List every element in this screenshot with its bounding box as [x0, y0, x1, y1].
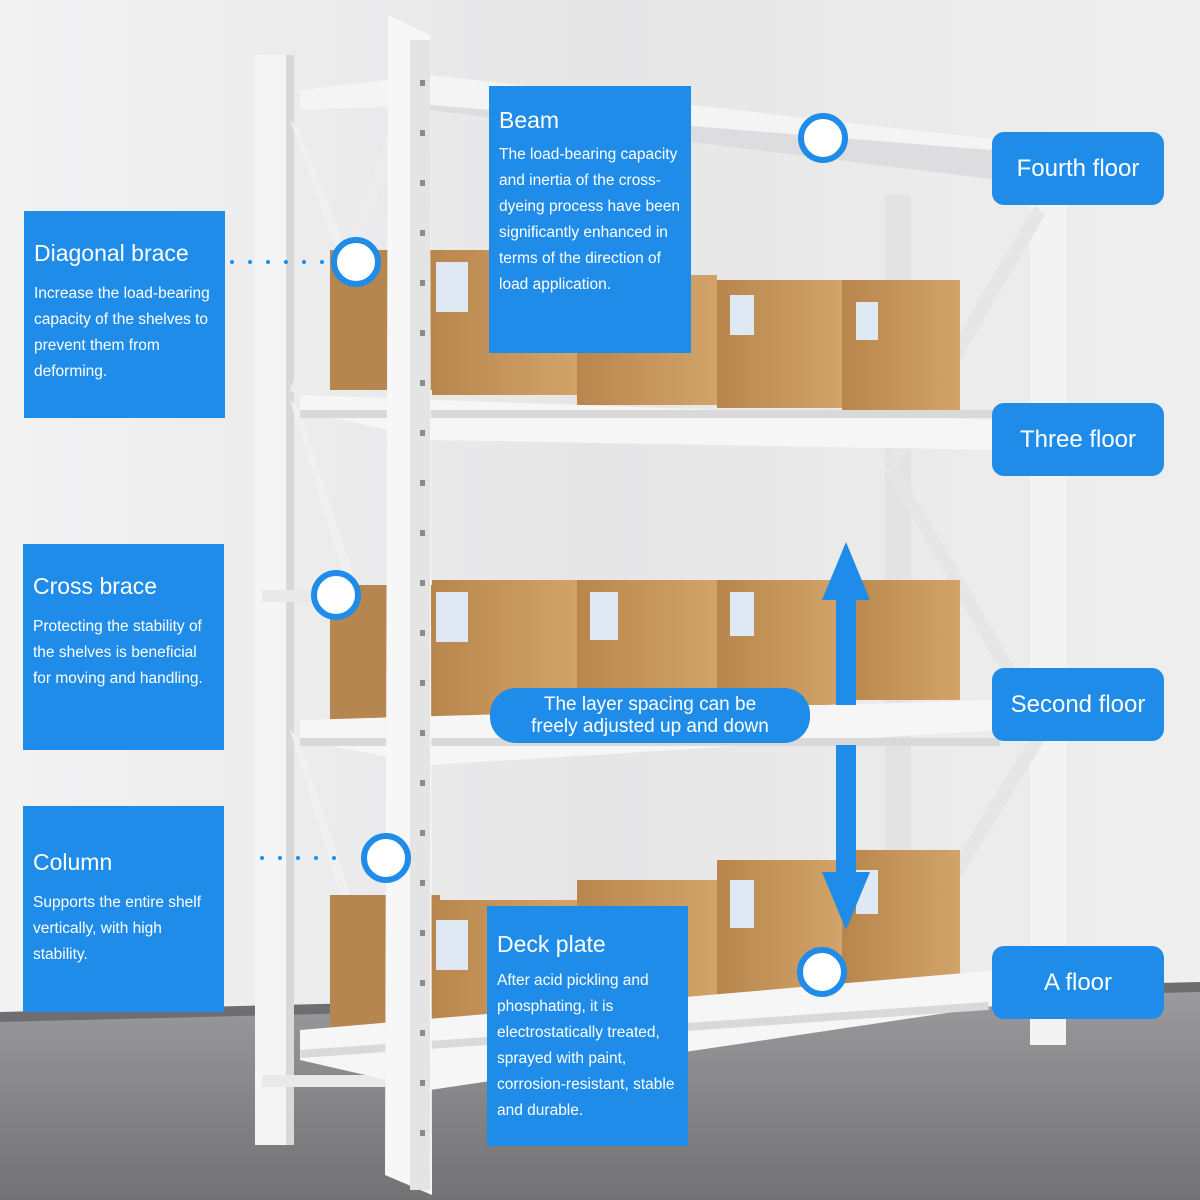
- note-line-1: The layer spacing can be: [543, 694, 757, 715]
- callout-title: Column: [33, 849, 113, 875]
- arrow-up-icon: [822, 542, 870, 705]
- callout-diagonal-brace: Diagonal brace Increase the load-bearing…: [24, 211, 225, 418]
- arrow-down-icon: [822, 745, 870, 930]
- label-a-floor: A floor: [992, 946, 1164, 1019]
- callout-desc: Increase the load-bearing capacity of th…: [34, 285, 210, 380]
- callout-desc: Protecting the stability of the shelves …: [33, 618, 203, 687]
- layer-spacing-note: The layer spacing can be freely adjusted…: [490, 688, 810, 743]
- callout-title: Diagonal brace: [34, 240, 189, 266]
- label-fourth-floor: Fourth floor: [992, 132, 1164, 205]
- label-three-floor: Three floor: [992, 403, 1164, 476]
- callout-deck-plate: Deck plate After acid pickling and phosp…: [487, 906, 688, 1146]
- callout-cross-brace: Cross brace Protecting the stability of …: [23, 544, 224, 750]
- marker-column: [361, 833, 411, 883]
- marker-beam: [798, 113, 848, 163]
- marker-cross-brace: [311, 570, 361, 620]
- callout-title: Cross brace: [33, 573, 157, 599]
- callout-desc: The load-bearing capacity and inertia of…: [499, 146, 680, 293]
- callout-beam: Beam The load-bearing capacity and inert…: [489, 86, 691, 353]
- marker-deck-plate: [797, 947, 847, 997]
- callout-desc: After acid pickling and phosphating, it …: [497, 972, 675, 1119]
- callout-title: Beam: [499, 107, 560, 133]
- marker-diagonal-brace: [331, 237, 381, 287]
- markers: [311, 113, 848, 997]
- callout-title: Deck plate: [497, 931, 606, 957]
- label-second-floor: Second floor: [992, 668, 1164, 741]
- note-line-2: freely adjusted up and down: [531, 716, 769, 737]
- callout-column: Column Supports the entire shelf vertica…: [23, 806, 224, 1012]
- callout-desc: Supports the entire shelf vertically, wi…: [33, 894, 202, 963]
